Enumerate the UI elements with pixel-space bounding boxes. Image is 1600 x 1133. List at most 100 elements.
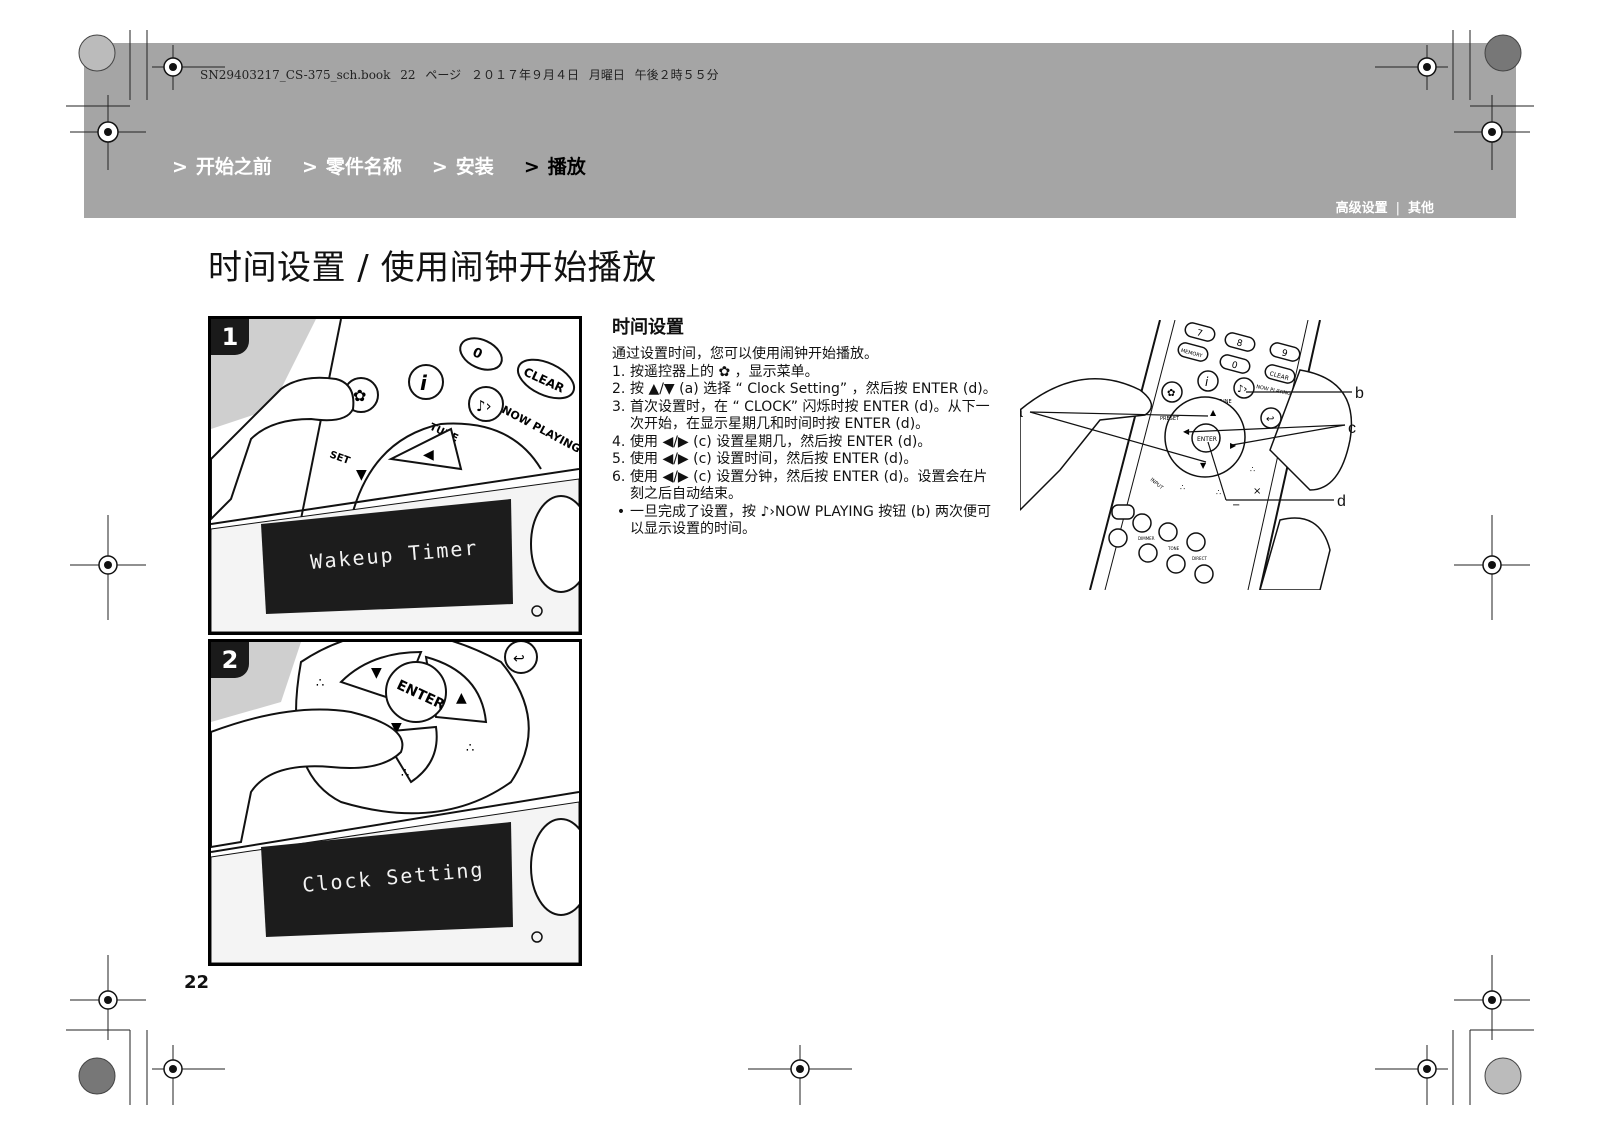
return-icon: ↩ xyxy=(1266,414,1274,425)
intro-text: 通过设置时间，您可以使用闹钟开始播放。 xyxy=(612,346,878,362)
enter-label: ENTER xyxy=(1197,436,1217,443)
gear-icon: ✿ xyxy=(353,386,366,405)
clear-label: CLEAR xyxy=(1269,370,1290,382)
step-num: 1. xyxy=(612,363,626,380)
dimmer-label: DIMMER xyxy=(1138,536,1155,541)
volume-down-label: − xyxy=(1232,500,1240,511)
preset-icon: ∴ xyxy=(1250,465,1255,474)
right-arrow-icon: ▲ xyxy=(456,690,467,706)
section-heading: 时间设置 xyxy=(612,317,684,338)
file-time: 午後２時５５分 xyxy=(634,68,719,82)
now-playing-button xyxy=(1233,377,1255,399)
tone-label: TONE xyxy=(1167,546,1180,551)
finger xyxy=(211,708,404,849)
file-page: 22 xyxy=(400,68,416,82)
step-item: 5.使用 ◀/▶ (c) 设置时间，然后按 ENTER (d)。 xyxy=(612,451,997,469)
sub-nav-advanced-settings[interactable]: 高级设置 xyxy=(1335,201,1388,216)
chevron-right-icon: > xyxy=(301,156,318,178)
info-button xyxy=(408,364,444,400)
direct-label: DIRECT xyxy=(1192,556,1207,561)
sub-nav-others[interactable]: 其他 xyxy=(1407,201,1434,216)
info-button xyxy=(1197,370,1219,392)
callout-a: a xyxy=(1020,404,1023,421)
key-0-label: 0 xyxy=(1230,360,1238,371)
remote-illustration: 7 8 9 MEMORY 0 CLEAR ✿ i ♪› NOW PLAYING … xyxy=(1020,320,1364,590)
nav-item-install[interactable]: > 安装 xyxy=(432,152,494,179)
sub-nav: 高级设置 | 其他 xyxy=(1336,197,1434,216)
preset-icon: ∴ xyxy=(1180,483,1185,492)
info-icon: i xyxy=(1205,375,1209,389)
step-item: 4.使用 ◀/▶ (c) 设置星期几，然后按 ENTER (d)。 xyxy=(612,434,997,452)
step-2-illustration: ENTER ▼ ▲ ▼ ↩ ∴ ∴ ∴ Clock Setting xyxy=(211,642,579,963)
nav-item-before-start[interactable]: > 开始之前 xyxy=(172,152,272,179)
file-date: ２０１７年９月４日 xyxy=(470,68,579,82)
file-weekday: 月曜日 xyxy=(588,68,625,82)
step-number: 2 xyxy=(211,642,249,678)
page-title: 时间设置 / 使用闹钟开始播放 xyxy=(208,248,657,288)
step-text: 按遥控器上的 ✿ ，显示菜单。 xyxy=(630,363,819,380)
step-num: 3. xyxy=(612,398,626,415)
chevron-right-icon: > xyxy=(523,156,540,178)
nav-item-label: 零件名称 xyxy=(325,156,402,178)
step-number: 1 xyxy=(211,319,249,355)
return-icon: ↩ xyxy=(513,651,525,667)
nav-item-label: 安装 xyxy=(455,156,494,178)
nav-item-playback[interactable]: > 播放 xyxy=(524,152,586,179)
nav-item-label: 播放 xyxy=(547,156,586,178)
chevron-right-icon: > xyxy=(172,156,188,178)
right-arrow-icon: ▶ xyxy=(1230,441,1237,450)
callout-b: b xyxy=(1355,385,1364,402)
preset-icon: ∴ xyxy=(316,676,324,691)
key-7-label: 7 xyxy=(1195,328,1203,339)
now-playing-button xyxy=(468,386,504,422)
mute-label: × xyxy=(1253,486,1261,497)
step-text: 使用 ◀/▶ (c) 设置分钟，然后按 ENTER (d)。设置会在片刻之后自动… xyxy=(630,468,988,503)
breadcrumb: > 开始之前 > 零件名称 > 安装 > 播放 xyxy=(172,152,586,179)
file-page-unit: ページ xyxy=(425,68,462,82)
preset-icon: ∴ xyxy=(466,741,474,756)
preset-icon: ∴ xyxy=(1216,488,1221,497)
step-item: 3.首次设置时，在 “ CLOCK” 闪烁时按 ENTER (d)。从下一次开始… xyxy=(612,399,997,434)
step-item: 2.按 ▲/▼ (a) 选择 “ Clock Setting” ，然后按 ENT… xyxy=(612,381,997,399)
file-info: SN29403217_CS-375_sch.book 22 ページ ２０１７年９… xyxy=(200,66,719,83)
step-text: 使用 ◀/▶ (c) 设置时间，然后按 ENTER (d)。 xyxy=(630,451,918,467)
music-note-icon: ♪› xyxy=(1237,384,1247,395)
hand xyxy=(1269,369,1353,491)
down-arrow-icon: ▼ xyxy=(356,467,367,483)
step-item: 6.使用 ◀/▶ (c) 设置分钟，然后按 ENTER (d)。设置会在片刻之后… xyxy=(612,469,997,504)
callout-c: c xyxy=(1348,420,1356,437)
bullet-icon: • xyxy=(616,503,626,520)
down-arrow-icon: ▼ xyxy=(391,720,402,736)
up-arrow-icon: ▼ xyxy=(371,665,382,681)
memory-label: MEMORY xyxy=(1180,348,1204,360)
preset-label: PRESET xyxy=(1160,416,1180,422)
setup-button xyxy=(1161,381,1183,403)
step-1-figure: 1 0 CLEAR ✿ i ♪› NOW PLAYING TUNE SET ◀ … xyxy=(208,316,582,635)
sub-nav-separator: | xyxy=(1395,201,1400,216)
lcd-display xyxy=(261,499,513,614)
key-8-label: 8 xyxy=(1235,338,1243,349)
hand xyxy=(1259,517,1331,590)
note-item: •一旦完成了设置，按 ♪›NOW PLAYING 按钮 (b) 两次便可以显示设… xyxy=(612,504,997,539)
nav-item-part-names[interactable]: > 零件名称 xyxy=(302,152,402,179)
step-2-figure: 2 ENTER ▼ ▲ ▼ ↩ ∴ ∴ ∴ Clock Setting xyxy=(208,639,582,966)
up-arrow-icon: ◀ xyxy=(423,447,434,463)
finger xyxy=(211,376,355,521)
down-arrow-icon: ▼ xyxy=(1200,461,1207,470)
step-text: 使用 ◀/▶ (c) 设置星期几，然后按 ENTER (d)。 xyxy=(630,433,932,450)
chevron-right-icon: > xyxy=(431,156,448,178)
instructions: 通过设置时间，您可以使用闹钟开始播放。 1.按遥控器上的 ✿ ，显示菜单。 2.… xyxy=(612,346,997,539)
page-number: 22 xyxy=(184,972,210,993)
lcd-display xyxy=(261,822,513,937)
step-num: 2. xyxy=(612,381,626,397)
file-name: SN29403217_CS-375_sch.book xyxy=(200,68,391,82)
gear-icon: ✿ xyxy=(1167,388,1175,399)
key-9-label: 9 xyxy=(1280,348,1288,359)
step-item: 1.按遥控器上的 ✿ ，显示菜单。 xyxy=(612,364,997,382)
up-arrow-icon: ▲ xyxy=(1210,408,1217,417)
nav-item-label: 开始之前 xyxy=(195,156,272,178)
info-icon: i xyxy=(420,371,428,395)
header-band xyxy=(84,43,1516,218)
callout-d: d xyxy=(1337,493,1346,510)
